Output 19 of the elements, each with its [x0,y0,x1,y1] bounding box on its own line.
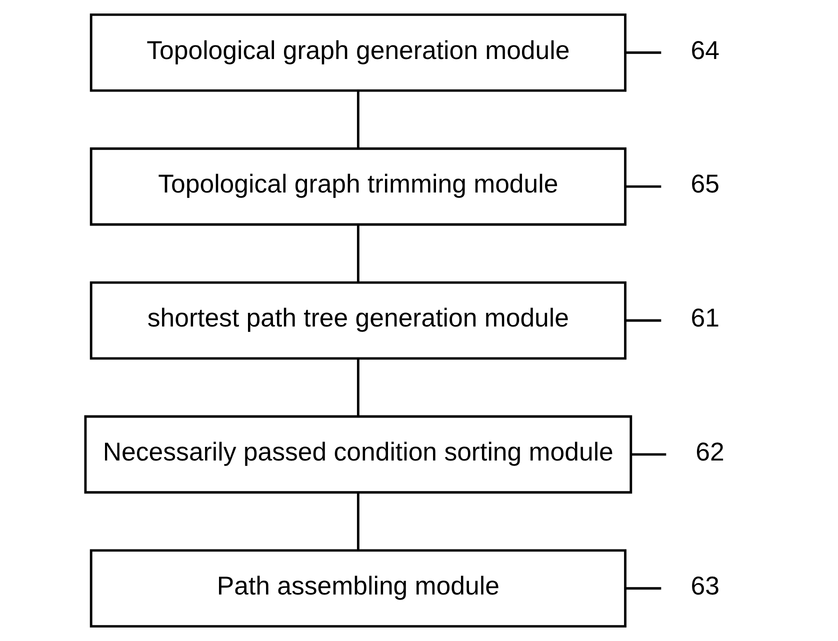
connector [625,587,661,590]
node-text: 61 [690,304,719,333]
connector [356,90,359,148]
node-box: Topological graph generation module [89,13,626,92]
node-box: Topological graph trimming module [89,147,626,226]
node-text: 65 [690,170,719,199]
node-text: 62 [695,438,724,467]
node-text: 63 [690,572,719,601]
node-box: shortest path tree generation module [89,281,626,360]
node-box: Necessarily passed condition sorting module [84,415,632,494]
node-box: Path assembling module [89,549,626,628]
node-text: 64 [690,36,719,65]
connector [356,358,359,416]
connector [356,224,359,282]
connector [630,453,666,456]
connector [625,319,661,322]
connector [625,185,661,188]
connector [356,492,359,550]
connector [625,51,661,54]
